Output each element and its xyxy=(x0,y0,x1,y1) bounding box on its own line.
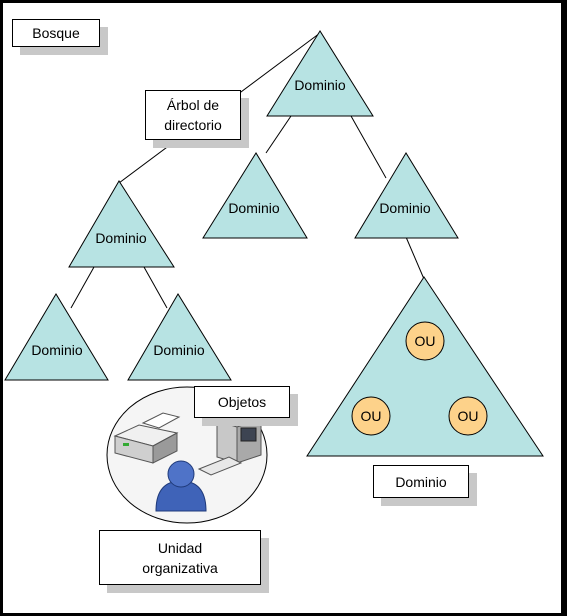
mid-right-domain-label: Dominio xyxy=(379,200,431,216)
leaf-right-domain-triangle xyxy=(127,293,232,381)
organizational-unit-label-line2: organizativa xyxy=(142,559,218,576)
diagram-canvas: Dominio Dominio Dominio Dominio Dominio … xyxy=(3,3,561,613)
leaf-left-domain-label: Dominio xyxy=(31,342,83,358)
directory-tree-label-line2: directorio xyxy=(164,117,222,133)
mid-center-domain-label: Dominio xyxy=(228,200,280,216)
domain-label: Dominio xyxy=(395,473,447,490)
ou-right-circle xyxy=(448,396,488,436)
mid-left-to-leaf-right-line xyxy=(143,266,168,309)
objects-label-box: Objetos xyxy=(194,386,290,418)
objects-label: Objetos xyxy=(217,394,267,410)
mid-left-domain-label: Dominio xyxy=(95,230,147,246)
directory-tree-label-line1: Árbol de xyxy=(166,97,220,113)
printer-icon xyxy=(113,412,181,464)
person-icon xyxy=(155,460,207,512)
directory-tree-label-box: Árbol de directorio xyxy=(145,90,241,140)
diagram-svg: Dominio Dominio Dominio Dominio Dominio … xyxy=(4,30,544,524)
ou-domain-triangle xyxy=(306,276,544,457)
ou-left-label: OU xyxy=(361,408,382,424)
organizational-unit-label-line1: Unidad xyxy=(157,539,203,556)
ou-top-circle xyxy=(405,321,445,361)
domain-label-box: Dominio xyxy=(373,465,469,498)
ou-top-label: OU xyxy=(415,333,436,349)
forest-label-box: Bosque xyxy=(12,19,100,47)
leaf-left-domain-triangle xyxy=(4,293,109,381)
computer-icon xyxy=(197,412,263,476)
mid-left-domain-triangle xyxy=(68,180,175,268)
mid-right-domain-triangle xyxy=(354,152,459,239)
leaf-right-domain-label: Dominio xyxy=(153,342,205,358)
mid-center-domain-triangle xyxy=(202,152,308,239)
organizational-unit-label-box: Unidad organizativa xyxy=(99,530,261,585)
root-to-mid-center-line xyxy=(265,115,292,154)
root-to-mid-right-line xyxy=(350,115,387,179)
mid-left-to-leaf-left-line xyxy=(70,266,95,309)
mid-right-to-ou-domain-line xyxy=(405,236,425,280)
ou-right-label: OU xyxy=(458,408,479,424)
forest-label: Bosque xyxy=(32,25,80,41)
root-domain-label: Dominio xyxy=(294,77,346,93)
root-domain-triangle xyxy=(266,30,374,117)
ou-left-circle xyxy=(351,396,391,436)
